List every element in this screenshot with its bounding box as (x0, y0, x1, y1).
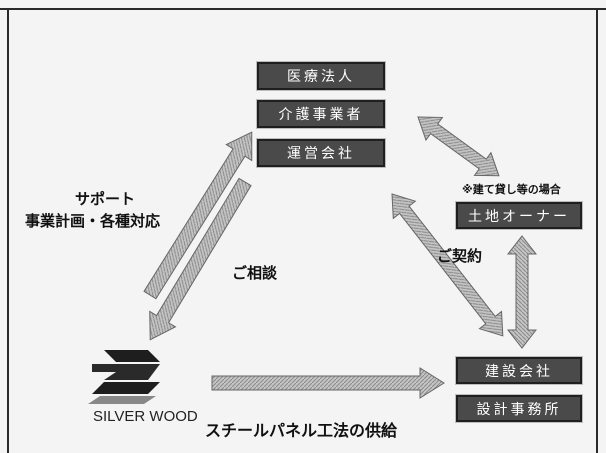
lease-note: ※建て貸し等の場合 (462, 183, 561, 196)
consult-arrow (149, 177, 252, 341)
frame-border-right (596, 8, 598, 453)
care-landowner-arrow (417, 116, 500, 177)
supply-label: スチールパネル工法の供給 (205, 421, 398, 440)
support-label-line1: サポート (75, 190, 136, 208)
box-medical-corporation: 医療法人 (256, 61, 386, 91)
operator-construction-arrow (391, 193, 504, 337)
silver-wood-logo-icon (88, 350, 160, 404)
consult-label: ご相談 (232, 264, 278, 282)
box-construction-company: 建設会社 (455, 356, 583, 385)
box-landowner: 土地オーナー (455, 201, 583, 230)
logo-name: SILVER WOOD (93, 408, 198, 425)
box-design-office: 設計事務所 (455, 394, 583, 423)
frame-border-top (0, 8, 606, 10)
supply-arrow (211, 367, 445, 399)
box-operating-company: 運営会社 (256, 138, 386, 168)
support-label-line2: 事業計画・各種対応 (25, 212, 161, 230)
frame-border-left (7, 8, 9, 453)
landowner-construction-arrow (506, 235, 538, 349)
box-care-provider: 介護事業者 (256, 99, 386, 129)
contract-label: ご契約 (437, 247, 483, 265)
support-arrow (143, 131, 253, 300)
